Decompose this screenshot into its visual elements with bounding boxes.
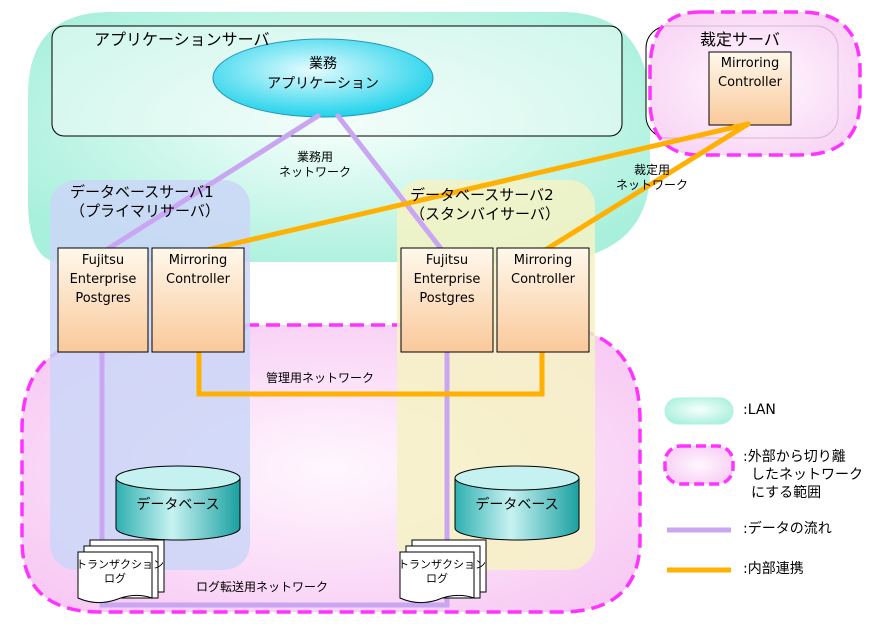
log-transfer-network-label: ログ転送用ネットワーク [196,580,329,594]
transaction-log2-line1: トランザクション [398,558,486,571]
db-server1-title-line2: （プライマリサーバ） [70,201,220,220]
transaction-log1-line2: ログ [104,571,126,585]
fep2-line3: Postgres [419,290,475,306]
legend-data-flow-label: :データの流れ [743,521,832,537]
db-server2-title: データベースサーバ2 （スタンバイサーバ） [410,186,560,224]
business-network-label: 業務用 ネットワーク [275,150,355,180]
fep1-box [57,247,149,353]
arbitration-network-line1: 裁定用 [633,163,670,177]
fep2-line2: Enterprise [413,271,481,287]
arbitration-server-title: 裁定サーバ [700,30,780,49]
database2-label: データベース [475,497,559,513]
db-server1-title: データベースサーバ1 （プライマリサーバ） [70,183,220,221]
fep1-line1: Fujitsu [81,253,125,268]
legend-lan-label: :LAN [743,402,776,418]
business-app-line1: 業務 [309,56,337,72]
transaction-log2-label: トランザクション ログ [398,558,486,586]
fep1-line3: Postgres [75,290,131,306]
fep2-line1: Fujitsu [425,253,469,268]
fep1-label: Fujitsu Enterprise Postgres [58,252,148,309]
business-app-label: 業務 アプリケーション [243,54,403,95]
business-app-line2: アプリケーション [267,76,379,93]
transaction-log1-label: トランザクション ログ [76,558,164,586]
mc1-box [151,247,245,353]
business-app-oval [212,38,434,118]
internal-link-lines [195,121,751,397]
management-network-label: 管理用ネットワーク [266,371,375,385]
mc2-box [496,247,590,353]
transaction-log1-line1: トランザクション [76,558,164,571]
arbitration-mc-label: Mirroring Controller [709,55,791,93]
mc1-line2: Controller [166,271,230,287]
database1-label: データベース [136,497,220,513]
arbitration-network-line2: ネットワーク [615,178,688,192]
legend-isolated-line2: したネットワーク [751,467,863,484]
transaction-log-stack-2 [399,539,487,604]
db-server2-title-line1: データベースサーバ2 [410,186,554,204]
transaction-log2-line2: ログ [426,571,448,585]
transaction-log-stack-1 [77,539,165,604]
legend-swatches [663,397,735,573]
legend-isolated-line3: にする範囲 [751,485,822,502]
legend-isolated-label: :外部から切り離 したネットワーク にする範囲 [743,448,863,503]
mc1-line1: Mirroring [168,253,228,268]
business-network-line2: ネットワーク [278,165,351,179]
mc1-label: Mirroring Controller [152,252,244,290]
app-server-title: アプリケーションサーバ [94,30,270,49]
fep1-line2: Enterprise [69,271,137,287]
mc2-label: Mirroring Controller [497,252,589,290]
mc2-line2: Controller [511,271,575,287]
arbitration-mc-line2: Controller [718,74,782,90]
database-cylinder-2 [454,465,580,541]
arbitration-mc-line1: Mirroring [720,56,780,71]
business-network-line1: 業務用 [296,150,333,164]
database-cylinder-1 [115,465,241,541]
db-server1-title-line1: データベースサーバ1 [70,183,214,201]
fep2-box [400,247,494,353]
fep2-label: Fujitsu Enterprise Postgres [401,252,493,309]
arbitration-network-label: 裁定用 ネットワーク [610,163,694,193]
legend-isolated-line1: :外部から切り離 [743,449,846,465]
mc2-line1: Mirroring [513,253,573,268]
legend-internal-link-label: :内部連携 [743,561,804,577]
db-server2-title-line2: （スタンバイサーバ） [410,204,560,223]
